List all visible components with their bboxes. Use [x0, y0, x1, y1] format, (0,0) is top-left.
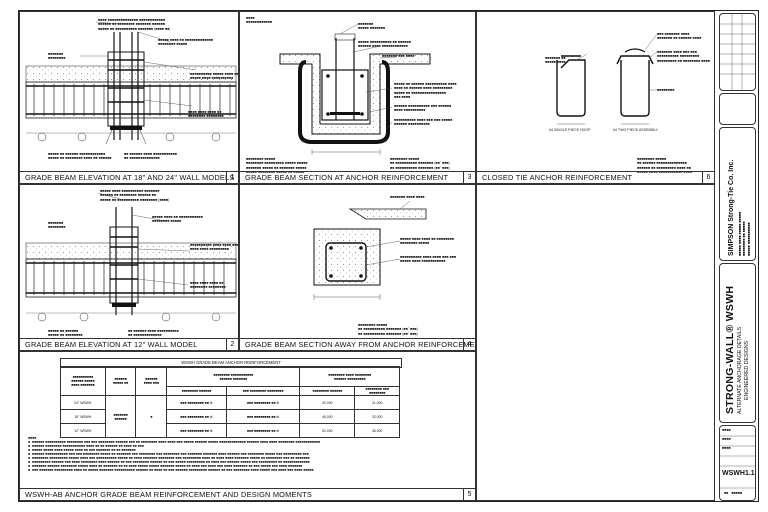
panel-6: ■■■■■■■ ■■■■■■■ ■■■■ ■■■ ■■■■■■■ ■■■■■■■… [476, 11, 715, 184]
row-3-value-1: 51,000 [299, 423, 356, 438]
panel-6-number: 6 [702, 172, 714, 183]
panel-4-title: GRADE BEAM SECTION AWAY FROM ANCHOR REIN… [240, 338, 475, 350]
panel-6-title: CLOSED TIE ANCHOR REINFORCEMENT [477, 171, 714, 183]
product-title: STRONG-WALL® WSWH [724, 285, 736, 414]
product-subtitle-2: ENGINEERED DESIGNS [744, 340, 750, 400]
revision-block [719, 13, 756, 91]
section-at-anchor-drawing [279, 23, 431, 155]
row-2-value-1: 46,000 [299, 409, 356, 424]
company-block: SIMPSON Strong-Tie Co. Inc. ■■■■■ ■■■■ ■… [719, 127, 756, 261]
row-2-model: 18" WSWH [60, 409, 106, 424]
empty-panel [476, 184, 715, 501]
moment-table: ■■■■■■■■■■■■■■■■ ■■■■■■■■■ ■■■■■■■ ■■■■■… [60, 366, 400, 438]
row-3-value-2: 36,000 [354, 423, 400, 438]
panel-5-title: WSWH-AB ANCHOR GRADE BEAM REINFORCEMENT … [20, 488, 475, 500]
panel-3-title: GRADE BEAM SECTION AT ANCHOR REINFORCEME… [240, 171, 475, 183]
row-1-value-1: 30,000 [299, 395, 356, 410]
row-2-value-2: 32,000 [354, 409, 400, 424]
row-1-value-2: 21,000 [354, 395, 400, 410]
panel-4: ■■■■■■■ ■■■■ ■■■■ ■■■■■ ■■■■ ■■■■ ■■ ■■■… [239, 184, 476, 351]
panel-3-number: 3 [463, 172, 475, 183]
product-block: STRONG-WALL® WSWH ALTERNATE ANCHORAGE DE… [719, 263, 756, 423]
row-3-model: 12" WSWH [60, 423, 106, 438]
panel-2-title: GRADE BEAM ELEVATION AT 12" WALL MODEL [20, 338, 238, 350]
stamp-block [719, 93, 756, 125]
sheet-number: WSWH1.1 [722, 470, 755, 477]
sheet-info-block: ■■■■■■■■■■■■ WSWH1.1 ■■ ■■■■■ [719, 425, 756, 501]
panel-1: ■■■■ ■■■■■■■■■■■■■■ ■■■■■■■■■■■■■■■■■■ ■… [19, 11, 239, 184]
panel-2: ■■■■■ ■■■■ ■■■■■■■■■■ ■■■■■■■■■■■■■ ■■ ■… [19, 184, 239, 351]
closed-tie-drawing [556, 33, 659, 125]
panel-4-number: 4 [463, 339, 475, 350]
callout-notes: ■■■■ ■■■■■■■■■■■■■■ ■■■■■■■■■■■■■■■■■■ ■… [98, 18, 171, 31]
single-piece-label: #4 SINGLE PIECE HOOP [549, 128, 591, 132]
panel-5: WSWH GRADE BEAM ANCHOR REINFORCEMENT ■■■… [19, 351, 476, 501]
beam-elevation-drawing-2 [25, 192, 237, 322]
section-away-drawing [313, 200, 427, 300]
panel-5-number: 5 [463, 489, 475, 500]
beam-elevation-drawing-1 [25, 21, 237, 145]
two-piece-label: #4 TWO PIECE ASSEMBLY [613, 128, 659, 132]
panel-1-title: GRADE BEAM ELEVATION AT 18" AND 24" WALL… [20, 171, 238, 183]
drawing-sheet: ■■■■ ■■■■■■■■■■■■■■ ■■■■■■■■■■■■■■■■■■ ■… [18, 10, 759, 502]
panel-3: ■■■■■■■■■■■■■■■■ ■■■■■■■■■■■■ ■■■■■■■ ■■… [239, 11, 476, 184]
panel-2-number: 2 [226, 339, 238, 350]
row-1-model: 24" WSWH [60, 395, 106, 410]
panel-1-number: 1 [226, 172, 238, 183]
general-notes: ■■■■ ■. ■■■■■■ ■■■■■■■■■■ ■■■■■■■■ ■■■ ■… [28, 436, 320, 472]
company-name: SIMPSON Strong-Tie Co. Inc. [728, 159, 735, 256]
product-subtitle-1: ALTERNATE ANCHORAGE DETAILS [737, 326, 743, 414]
